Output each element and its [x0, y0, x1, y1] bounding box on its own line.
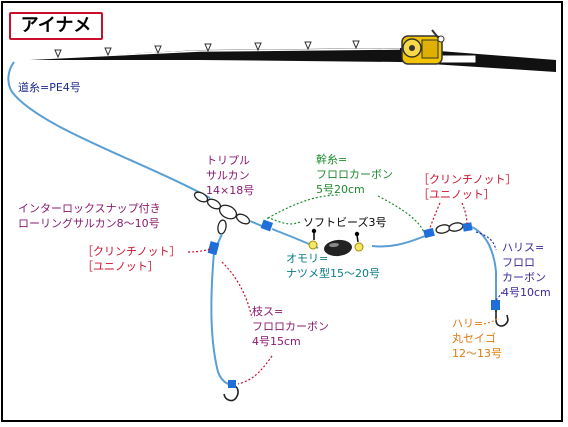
- clinch-knot-label-line: ［ユニノット］: [418, 188, 495, 201]
- leader-label-line: カーボン: [502, 271, 546, 284]
- trunk-line-label-line: 5号20cm: [316, 183, 365, 196]
- trunk-line-label-line: フロロカーボン: [316, 168, 393, 181]
- knot-sleeve-icon: [423, 227, 435, 239]
- sinker-highlight: [329, 242, 339, 248]
- leader-label-line: フロロ: [502, 256, 535, 269]
- knot-pointer: [429, 202, 441, 229]
- sinker-label-line: オモリ=: [286, 252, 329, 265]
- knot-sleeve-icon: [260, 219, 274, 232]
- sinker-label-line: ナツメ型15〜20号: [286, 267, 380, 280]
- triple-swivel-label-line: 14×18号: [206, 184, 255, 197]
- branch-line-label-line: 4号15cm: [252, 335, 301, 348]
- branch-pointer: [221, 261, 253, 319]
- leader-pointer: [495, 289, 505, 301]
- bead-pointer-dot: [311, 228, 317, 234]
- guide-icon: [254, 42, 262, 52]
- guide-icon: [104, 47, 112, 57]
- leader-label-line: ハリス=: [502, 241, 545, 254]
- clinch-knot-label-line: ［クリンチノット］: [418, 173, 517, 186]
- rod-highlight: [13, 48, 401, 61]
- trunk-pointer: [267, 194, 341, 219]
- bead-pointer-dot: [354, 231, 360, 237]
- leader-label: ハリス= フロロ カーボン 4号10cm: [502, 240, 551, 300]
- interlock-snap-label: インターロックスナップ付き ローリングサルカン8〜10号: [18, 201, 161, 231]
- swivel-icon: [435, 222, 464, 234]
- clinch-knot-right-label: ［クリンチノット］ ［ユニノット］: [418, 172, 516, 202]
- branch-line-label: 枝ス= フロロカーボン 4号15cm: [252, 304, 329, 349]
- branch-line-label-line: フロロカーボン: [252, 320, 329, 333]
- soft-beads-label: ソフトビーズ3号: [303, 216, 387, 229]
- hook-pointer: [483, 317, 499, 325]
- triple-swivel-label-line: トリプル: [206, 154, 250, 167]
- knot-sleeve-icon: [491, 300, 500, 310]
- knot-sleeve-icon: [462, 222, 473, 232]
- guide-icon: [204, 43, 212, 53]
- hook-icon: [223, 384, 239, 402]
- fishing-rod: [13, 29, 556, 72]
- rod-guides: [54, 40, 360, 59]
- soft-bead-icon: [308, 240, 318, 250]
- main-line: [7, 61, 211, 199]
- interlock-snap-label-line: インターロックスナップ付き: [18, 202, 161, 215]
- triple-swivel-label-line: サルカン: [206, 169, 250, 182]
- soft-bead-icon: [354, 242, 364, 252]
- clinch-knot-label-line: ［ユニノット］: [82, 260, 159, 273]
- leader-pointer: [475, 231, 497, 251]
- clinch-knot-left-label: ［クリンチノット］ ［ユニノット］: [82, 244, 180, 274]
- knot-pointer: [461, 202, 468, 225]
- knot-sleeve-icon: [228, 380, 236, 388]
- trunk-line-label: 幹糸= フロロカーボン 5号20cm: [316, 152, 393, 197]
- diagram-title: アイナメ: [9, 12, 103, 40]
- interlock-snap-label-line: ローリングサルカン8〜10号: [18, 217, 160, 230]
- knot-sleeve-icon: [207, 241, 220, 256]
- hook-label-line: 丸セイゴ: [452, 332, 496, 345]
- triple-swivel-label: トリプル サルカン 14×18号: [206, 153, 254, 198]
- clinch-knot-label-line: ［クリンチノット］: [82, 245, 181, 258]
- leader-line: [471, 226, 497, 312]
- hook-label: ハリ= 丸セイゴ 12〜13号: [452, 316, 502, 361]
- guide-icon: [352, 40, 360, 50]
- trunk-line-label-line: 幹糸=: [316, 153, 348, 166]
- main-line-label: 道糸=PE4号: [18, 81, 81, 94]
- triple-swivel-icon: [193, 191, 251, 235]
- reel-icon: [401, 29, 445, 65]
- branch-pointer: [237, 355, 273, 385]
- trunk-pointer: [377, 195, 425, 233]
- diagram-frame: [1, 1, 563, 422]
- hook-label-line: ハリ=: [452, 317, 484, 330]
- guide-icon: [304, 41, 312, 51]
- branch-line-label-line: 枝ス=: [252, 305, 284, 318]
- guide-icon: [54, 49, 62, 59]
- hook-label-line: 12〜13号: [452, 347, 502, 360]
- leader-label-line: 4号10cm: [502, 286, 551, 299]
- sinker-label: オモリ= ナツメ型15〜20号: [286, 251, 380, 281]
- guide-icon: [154, 45, 162, 55]
- branch-line: [210, 233, 233, 386]
